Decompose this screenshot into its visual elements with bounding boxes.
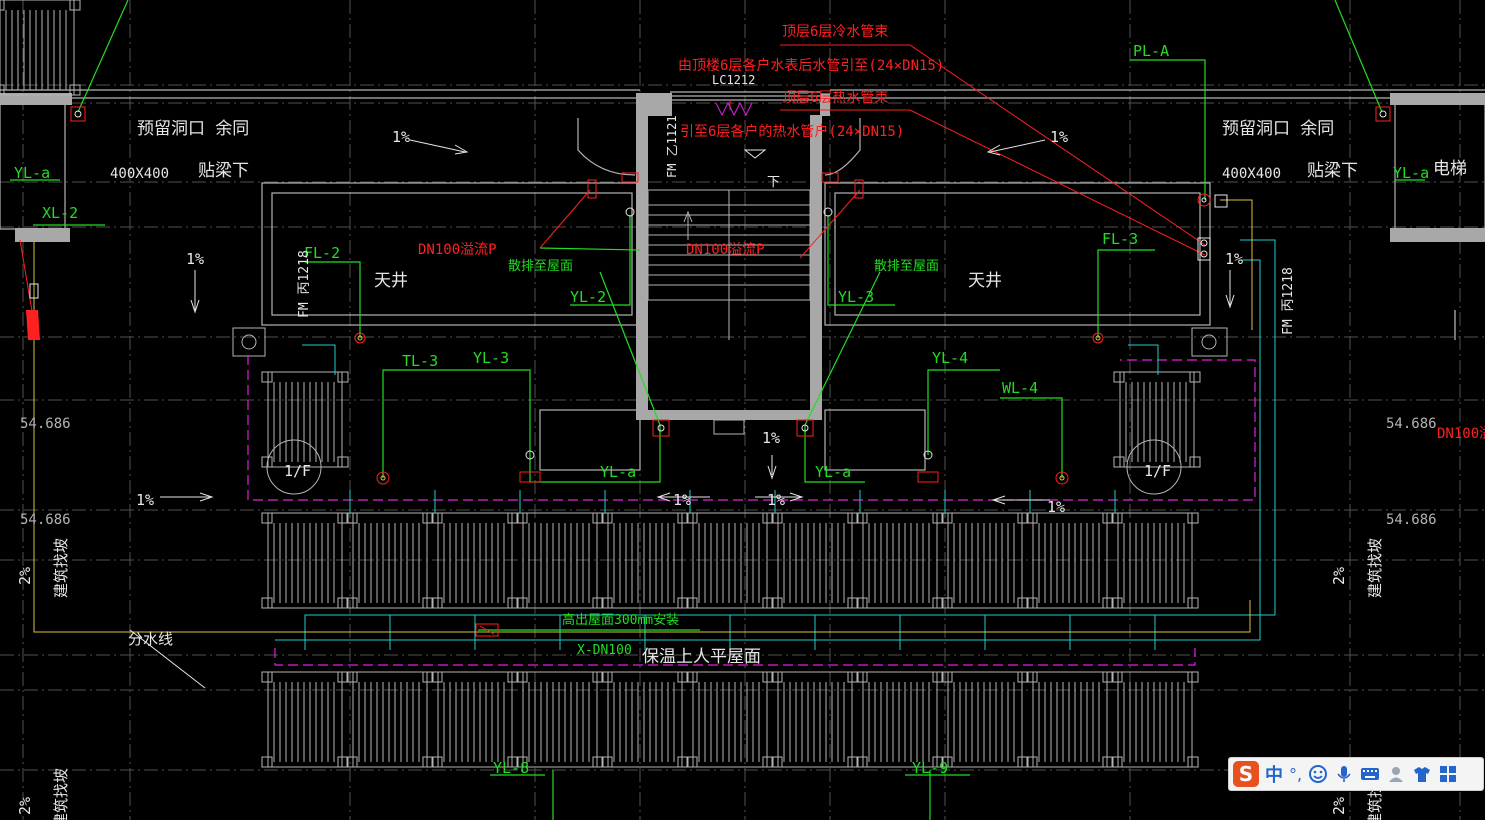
toolbox-icon[interactable]: [1438, 764, 1458, 784]
tag-yl-a-top-left: YL-a: [14, 164, 50, 182]
note-drain-left: 散排至屋面: [508, 259, 573, 274]
note-cold-water-bundle: 顶层6层冷水管束: [782, 24, 888, 40]
tag-xl-2: XL-2: [42, 204, 78, 222]
tag-yl-3-left: YL-3: [473, 349, 509, 367]
keyboard-icon[interactable]: [1360, 764, 1380, 784]
tag-yl-a-center-left: YL-a: [600, 463, 636, 481]
building-walls: [0, 89, 1485, 471]
note-beam-left: 贴梁下: [198, 161, 249, 181]
label-door-right: FM 丙1218: [1281, 267, 1296, 335]
tag-yl-a-center-right: YL-a: [815, 463, 851, 481]
elevation-2: 54.686: [20, 512, 71, 528]
label-door-left: FM 丙1218: [297, 250, 312, 318]
elevation-3: 54.686: [1386, 416, 1437, 432]
note-overflow-right: DN100溢: [1437, 426, 1485, 442]
user-icon[interactable]: [1386, 764, 1406, 784]
note-slope-left: 建筑找坡: [52, 538, 70, 598]
slope-6: 1%: [136, 491, 154, 509]
slope-10: 2%: [16, 567, 34, 585]
slope-11: 2%: [1330, 567, 1348, 585]
tag-yl-a-top-right: YL-a: [1393, 164, 1429, 182]
label-door-center: FM 乙1121: [665, 115, 679, 178]
slope-9: 1%: [1047, 498, 1065, 516]
elevation-1: 54.686: [20, 416, 71, 432]
red-leaders: [19, 44, 1206, 336]
green-pipes: [10, 0, 1425, 820]
label-courtyard-right: 天井: [968, 271, 1002, 291]
slope-3: 1%: [186, 250, 204, 268]
label-watershed-line: 分水线: [128, 630, 173, 648]
equipment-markers: [29, 101, 1391, 637]
tag-fl-2: FL-2: [304, 244, 340, 262]
note-cold-water-route: 由顶楼6层各户水表后水管引至(24×DN15): [678, 57, 944, 74]
slope-5: 1%: [762, 429, 780, 447]
tag-x-dn100: X-DN100: [577, 643, 632, 658]
slope-1: 1%: [392, 128, 410, 146]
tag-pl-a: PL-A: [1133, 42, 1169, 60]
drawing-text: 顶层6层冷水管束 由顶楼6层各户水表后水管引至(24×DN15) 顶层6层热水管…: [14, 24, 1485, 820]
note-overflow-left: DN100溢流P: [418, 242, 497, 258]
tag-wl-4: WL-4: [1002, 379, 1038, 397]
slope-8: 1%: [767, 491, 785, 509]
ime-language-toggle[interactable]: 中: [1265, 765, 1283, 786]
ac-units: [0, 0, 1228, 768]
note-opening-right: 预留洞口 余同: [1222, 119, 1334, 139]
label-window: LC1212: [712, 73, 755, 87]
slope-13: 2%: [1330, 797, 1348, 815]
label-unit-right: 1/F: [1144, 462, 1171, 480]
magenta-dashed-boundaries: [247, 355, 1256, 666]
slope-4: 1%: [1225, 250, 1243, 268]
tag-tl-3: TL-3: [402, 352, 438, 370]
tag-fl-3: FL-3: [1102, 230, 1138, 248]
emoji-icon[interactable]: [1308, 764, 1328, 784]
ime-toolbar[interactable]: S 中 °,: [1228, 757, 1484, 791]
slope-arrows: [129, 139, 1456, 689]
label-elevator: 电梯: [1433, 159, 1467, 179]
note-hot-water-route: 引至6层各户的热水管户(24×DN15): [680, 123, 904, 140]
note-beam-right: 贴梁下: [1307, 161, 1358, 181]
tag-yl-8: YL-8: [493, 759, 529, 777]
label-courtyard-left: 天井: [374, 271, 408, 291]
microphone-icon[interactable]: [1334, 764, 1354, 784]
note-opening-left: 预留洞口 余同: [137, 119, 249, 139]
ime-punctuation-toggle[interactable]: °,: [1289, 764, 1303, 784]
note-hot-water-bundle: 顶层6层热水管束: [782, 90, 888, 106]
label-stair-down: 下: [767, 175, 780, 190]
slope-12: 2%: [16, 797, 34, 815]
note-vent-height: 高出屋面300mm安装: [562, 612, 679, 628]
sogou-logo-icon[interactable]: S: [1233, 761, 1259, 787]
elevation-4: 54.686: [1386, 512, 1437, 528]
slope-7: 1%: [673, 491, 691, 509]
tag-yl-4: YL-4: [932, 349, 968, 367]
note-overflow-center: DN100溢流P: [686, 242, 765, 258]
tag-yl-3-center: YL-3: [838, 288, 874, 306]
red-fill-marker: [26, 310, 40, 340]
label-roof: 保温上人平屋面: [642, 647, 761, 667]
note-size-right: 400X400: [1222, 166, 1281, 182]
yellow-pipes: [33, 199, 1253, 633]
note-slope-bottom-left: 建筑找坡: [52, 768, 70, 820]
tag-yl-9: YL-9: [912, 759, 948, 777]
slope-2: 1%: [1050, 128, 1068, 146]
skin-icon[interactable]: [1412, 764, 1432, 784]
stair: [647, 189, 811, 435]
wall-fills: [0, 93, 1485, 420]
note-drain-right: 散排至屋面: [874, 259, 939, 274]
note-slope-right: 建筑找坡: [1366, 538, 1384, 598]
label-unit-left: 1/F: [284, 462, 311, 480]
note-size-left: 400X400: [110, 166, 169, 182]
tag-yl-2: YL-2: [570, 288, 606, 306]
